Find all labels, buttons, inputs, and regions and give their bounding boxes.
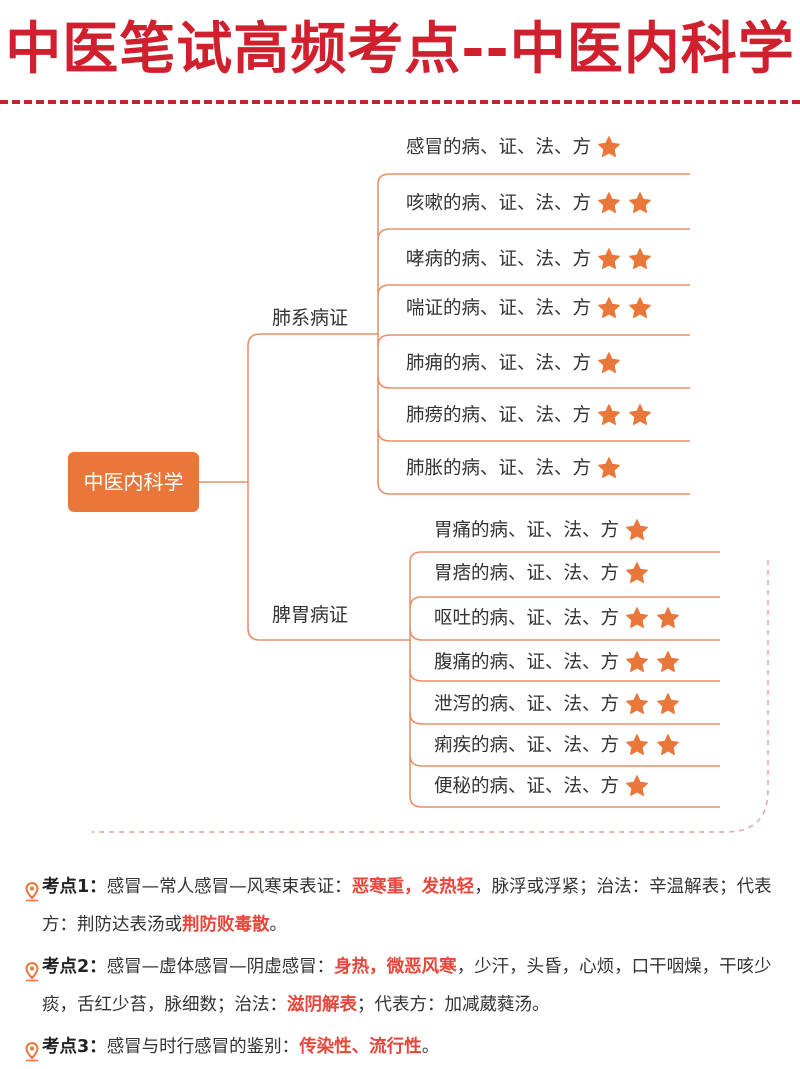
body-text: 。 (269, 915, 288, 935)
highlight-text: 身热，微恶风寒 (334, 957, 457, 977)
star-icon (597, 403, 621, 427)
star-icon (625, 606, 649, 630)
leaf-label: 痢疾的病、证、法、方 (434, 735, 620, 756)
importance-stars (625, 648, 687, 678)
importance-stars (597, 349, 628, 379)
star-icon (597, 191, 621, 215)
star-icon (625, 733, 649, 757)
body-text: ；代表方：加减葳蕤汤。 (357, 995, 550, 1015)
key-point-label: 考点3： (42, 1037, 107, 1057)
star-icon (656, 650, 680, 674)
mindmap-leaf: 胃痛的病、证、法、方 (434, 516, 656, 546)
leaf-label: 喘证的病、证、法、方 (406, 298, 592, 319)
star-icon (625, 561, 649, 585)
mindmap-leaf: 痢疾的病、证、法、方 (434, 731, 687, 761)
body-text: ，少汗，头昏，心烦，口干咽燥，干咳少痰，舌红少苔，脉细数；治法： (42, 957, 772, 1015)
highlight-text: 传染性、流行性 (299, 1037, 422, 1057)
branch-spleen-stomach: 脾胃病证 (272, 604, 349, 626)
key-point-label: 考点1： (42, 877, 107, 897)
importance-stars (597, 189, 659, 219)
body-text: 感冒—虚体感冒—阴虚感冒： (106, 957, 335, 977)
star-icon (597, 296, 621, 320)
location-pin-icon (24, 878, 40, 902)
key-points: 考点1：感冒—常人感冒—风寒束表证：恶寒重，发热轻，脉浮或浮紧；治法：辛温解表；… (24, 868, 784, 1069)
star-icon (628, 191, 652, 215)
importance-stars (597, 401, 659, 431)
mindmap-leaf: 感冒的病、证、法、方 (406, 133, 628, 163)
location-pin-icon (24, 958, 40, 982)
highlight-text: 恶寒重，发热轻 (351, 877, 475, 897)
body-text: 。 (421, 1037, 440, 1057)
leaf-label: 呕吐的病、证、法、方 (434, 608, 620, 629)
star-icon (656, 733, 680, 757)
highlight-text: 滋阴解表 (287, 995, 357, 1015)
mindmap-leaf: 肺痈的病、证、法、方 (406, 349, 628, 379)
importance-stars (597, 294, 659, 324)
star-icon (597, 456, 621, 480)
mindmap-leaf: 喘证的病、证、法、方 (406, 294, 659, 324)
importance-stars (625, 516, 656, 546)
mindmap-leaf: 咳嗽的病、证、法、方 (406, 189, 659, 219)
mindmap-leaf: 肺痨的病、证、法、方 (406, 401, 659, 431)
star-icon (628, 296, 652, 320)
importance-stars (625, 690, 687, 720)
star-icon (625, 774, 649, 798)
star-icon (656, 692, 680, 716)
location-pin-icon (24, 1038, 40, 1062)
importance-stars (625, 559, 656, 589)
importance-stars (625, 772, 656, 802)
leaf-label: 腹痛的病、证、法、方 (434, 652, 620, 673)
star-icon (625, 518, 649, 542)
title-divider (0, 100, 800, 104)
star-icon (597, 247, 621, 271)
mindmap-leaf: 呕吐的病、证、法、方 (434, 604, 687, 634)
leaf-label: 胃痞的病、证、法、方 (434, 563, 620, 584)
star-icon (625, 650, 649, 674)
leaf-label: 肺痨的病、证、法、方 (406, 405, 592, 426)
star-icon (628, 247, 652, 271)
leaf-label: 感冒的病、证、法、方 (406, 137, 592, 158)
key-point: 考点3：感冒与时行感冒的鉴别：传染性、流行性。 (24, 1028, 784, 1066)
leaf-label: 咳嗽的病、证、法、方 (406, 193, 592, 214)
key-point: 考点2：感冒—虚体感冒—阴虚感冒：身热，微恶风寒，少汗，头昏，心烦，口干咽燥，干… (24, 948, 784, 1024)
mindmap-leaf: 肺胀的病、证、法、方 (406, 454, 628, 484)
star-icon (597, 351, 621, 375)
star-icon (597, 135, 621, 159)
importance-stars (625, 604, 687, 634)
leaf-label: 便秘的病、证、法、方 (434, 776, 620, 797)
leaf-label: 泄泻的病、证、法、方 (434, 694, 620, 715)
importance-stars (597, 245, 659, 275)
mindmap-leaf: 便秘的病、证、法、方 (434, 772, 656, 802)
leaf-label: 哮病的病、证、法、方 (406, 249, 592, 270)
body-text: 感冒与时行感冒的鉴别： (106, 1037, 300, 1057)
leaf-label: 肺胀的病、证、法、方 (406, 458, 592, 479)
mindmap-leaf: 胃痞的病、证、法、方 (434, 559, 656, 589)
mindmap-root: 中医内科学 (68, 452, 199, 512)
leaf-label: 胃痛的病、证、法、方 (434, 520, 620, 541)
importance-stars (597, 454, 628, 484)
mindmap-leaf: 哮病的病、证、法、方 (406, 245, 659, 275)
star-icon (625, 692, 649, 716)
importance-stars (625, 731, 687, 761)
body-text: ，脉浮或浮紧；治法：辛温解表；代表方：荆防达表汤或 (42, 877, 772, 935)
star-icon (656, 606, 680, 630)
importance-stars (597, 133, 628, 163)
highlight-text: 荆防败毒散 (182, 915, 270, 935)
leaf-label: 肺痈的病、证、法、方 (406, 353, 592, 374)
star-icon (628, 403, 652, 427)
mindmap-leaf: 腹痛的病、证、法、方 (434, 648, 687, 678)
key-point-label: 考点2： (42, 957, 107, 977)
key-point: 考点1：感冒—常人感冒—风寒束表证：恶寒重，发热轻，脉浮或浮紧；治法：辛温解表；… (24, 868, 784, 944)
branch-lung: 肺系病证 (272, 307, 349, 329)
page-title: 中医笔试高频考点--中医内科学 (5, 17, 795, 82)
body-text: 感冒—常人感冒—风寒束表证： (106, 877, 352, 897)
mindmap-leaf: 泄泻的病、证、法、方 (434, 690, 687, 720)
